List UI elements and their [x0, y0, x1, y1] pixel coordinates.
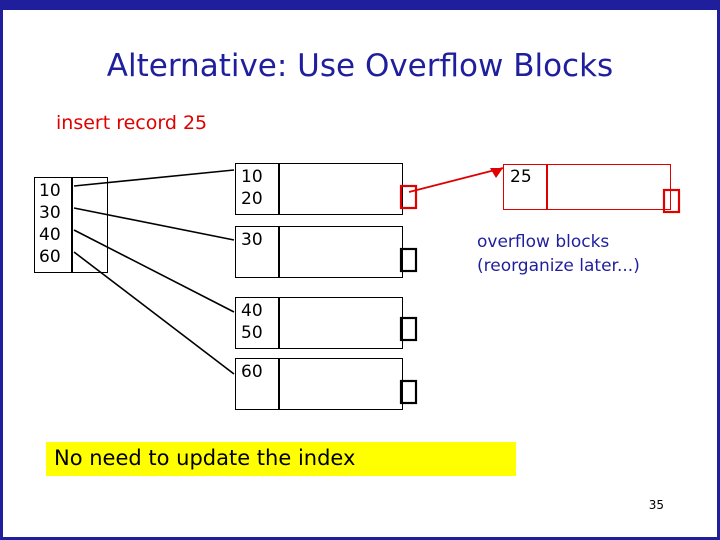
index-key-2: 40	[39, 225, 61, 245]
data-block-2-value-0: 30	[241, 230, 263, 250]
next-pointer-square-4	[399, 379, 418, 405]
overflow-caption-line-2: (reorganize later...)	[477, 256, 640, 276]
summary-banner-text: No need to update the index	[54, 446, 356, 470]
summary-banner: No need to update the index	[46, 442, 516, 476]
data-block-4-divider	[278, 359, 280, 409]
next-pointer-square-3	[399, 316, 418, 342]
data-block-3-divider	[278, 298, 280, 348]
data-block-2: 30	[235, 226, 403, 278]
overflow-block-25: 25	[503, 164, 671, 210]
overflow-caption-line-1: overflow blocks	[477, 232, 610, 252]
slide-frame-left	[0, 0, 3, 540]
overflow-arrow-head	[490, 168, 503, 178]
index-key-1: 30	[39, 203, 61, 223]
overflow-pointer-square-1	[399, 184, 418, 210]
data-block-4-value-0: 60	[241, 362, 263, 382]
next-pointer-square-2	[399, 247, 418, 273]
data-block-3-value-0: 40	[241, 301, 263, 321]
slide-frame-top	[0, 0, 720, 10]
data-block-4: 60	[235, 358, 403, 410]
sparse-index-block: 10 30 40 60	[34, 177, 108, 273]
data-block-1-divider	[278, 164, 280, 214]
subtitle-insert-record: insert record 25	[56, 112, 208, 134]
slide-frame-right	[717, 0, 720, 540]
page-title: Alternative: Use Overflow Blocks	[106, 48, 614, 84]
data-block-1-value-0: 10	[241, 167, 263, 187]
data-block-3-value-1: 50	[241, 323, 263, 343]
data-block-2-divider	[278, 227, 280, 277]
data-block-3: 40 50	[235, 297, 403, 349]
index-key-0: 10	[39, 181, 61, 201]
page-number: 35	[648, 498, 664, 512]
index-key-3: 60	[39, 247, 61, 267]
overflow-arrow-line	[408, 167, 504, 193]
index-block-divider	[71, 178, 73, 272]
slide-frame-bottom	[0, 537, 720, 540]
overflow-block-value-0: 25	[510, 167, 532, 187]
overflow-block-divider	[546, 165, 548, 209]
data-block-1-value-1: 20	[241, 189, 263, 209]
overflow-blocks-caption: overflow blocks (reorganize later...)	[477, 230, 640, 278]
data-block-1: 10 20	[235, 163, 403, 215]
